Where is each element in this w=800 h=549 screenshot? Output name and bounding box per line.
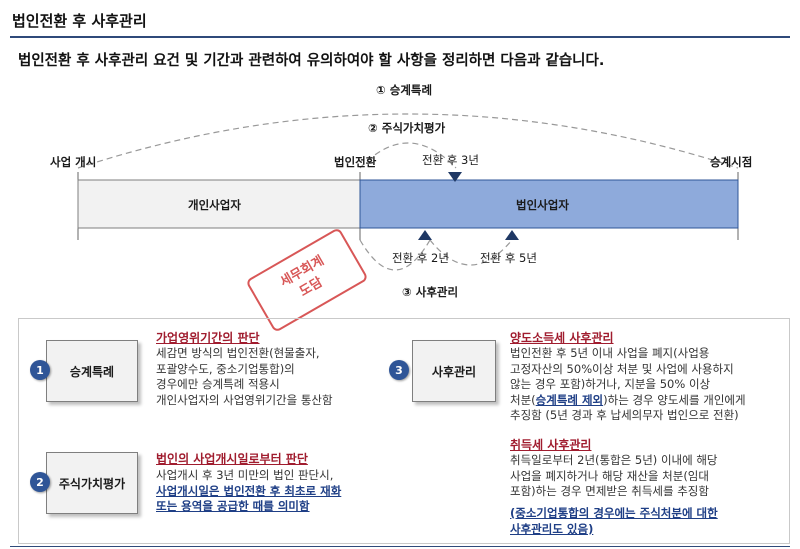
item3-note-line: 사후관리도 있음) (510, 521, 594, 536)
item2-body: 사업개시 후 3년 미만의 법인 판단시, 사업개시일은 법인전환 후 최초로 … (156, 468, 341, 515)
item3-line: 취득일로부터 2년(통합은 5년) 이내에 해당 (510, 453, 718, 467)
tag-post-management: 사후관리 (412, 340, 496, 402)
page-title: 법인전환 후 사후관리 (12, 12, 147, 30)
tag-valuation: 주식가치평가 (46, 452, 138, 514)
item3-line-mixed: 처분(승계특례 제외)하는 경우 양도세를 개인에게 (510, 393, 746, 409)
arc-label-succession: ① 승계특례 (376, 83, 433, 97)
badge-1: 1 (30, 360, 50, 380)
marker-year2 (418, 230, 432, 240)
point-start: 사업 개시 (50, 155, 97, 169)
item3-line4-a: 처분( (510, 392, 536, 407)
item1-line: 개인사업자의 사업영위기간을 통산함 (156, 392, 333, 407)
item3-line4-c: )하는 경우 양도세를 개인에게 (603, 392, 746, 407)
timeline-graphics (77, 113, 739, 271)
item3-body2: 취득일로부터 2년(통합은 5년) 이내에 해당 사업을 폐지하거나 해당 재산… (510, 453, 718, 500)
item1-body: 세감면 방식의 법인전환(현물출자, 포괄양수도, 중소기업통합)의 경우에만 … (156, 346, 333, 408)
item2-title: 법인의 사업개시일로부터 판단 (156, 452, 308, 466)
item3-line: 고정자산의 50%이상 처분 및 사업에 사용하지 (510, 361, 734, 376)
point-conversion: 법인전환 (334, 155, 377, 169)
badge-3: 3 (389, 360, 409, 380)
bar-label-individual: 개인사업자 (188, 198, 241, 212)
item3-title2: 취득세 사후관리 (510, 438, 592, 452)
bottom-rule (10, 546, 790, 547)
marker-year3 (448, 172, 462, 182)
item3-title1: 양도소득세 사후관리 (510, 331, 614, 345)
item1-line: 세감면 방식의 법인전환(현물출자, (156, 346, 320, 360)
arc-post-right (429, 239, 513, 266)
arc-post (359, 239, 431, 271)
arc-succession (77, 113, 739, 169)
item2-line-emphasis: 또는 용역을 공급한 때를 의미함 (156, 499, 310, 513)
marker-label-year5: 전환 후 5년 (480, 251, 537, 265)
marker-label-year2: 전환 후 2년 (392, 251, 449, 265)
details-panel (18, 318, 790, 544)
item3-line: 않는 경우 포함)하거나, 지분을 50% 이상 (510, 377, 711, 391)
arc-label-valuation: ② 주식가치평가 (368, 121, 446, 135)
item3-body1: 법인전환 후 5년 이내 사업을 폐지(사업용 고정자산의 50%이상 처분 및… (510, 346, 746, 424)
item3-line: 사업을 폐지하거나 해당 재산을 처분(임대 (510, 468, 709, 483)
bar-corporate (359, 179, 739, 229)
item3-note: (중소기업통합의 경우에는 주식처분에 대한 사후관리도 있음) (510, 506, 718, 537)
tag-succession: 승계특례 (46, 340, 138, 402)
item1-line: 포괄양수도, 중소기업통합)의 (156, 361, 295, 376)
bar-label-corporate: 법인사업자 (516, 198, 569, 212)
item1-title: 가업영위기간의 판단 (156, 331, 260, 345)
arc-valuation (359, 142, 457, 169)
header-rule (10, 36, 790, 38)
item2-line: 사업개시 후 3년 미만의 법인 판단시, (156, 468, 334, 482)
marker-label-year3: 전환 후 3년 (422, 153, 479, 167)
intro-text: 법인전환 후 사후관리 요건 및 기간과 관련하여 유의하여야 할 사항을 정리… (18, 53, 605, 69)
arc-label-post: ③ 사후관리 (402, 285, 459, 299)
item3-line: 포함)하는 경우 면제받은 취득세를 추징함 (510, 484, 709, 498)
item3-line: 법인전환 후 5년 이내 사업을 폐지(사업용 (510, 346, 710, 360)
point-succession: 승계시점 (710, 155, 753, 169)
marker-year5 (505, 230, 519, 240)
item3-line: 추징함 (5년 경과 후 납세의무자 법인으로 전환) (510, 408, 739, 422)
item3-note-line: (중소기업통합의 경우에는 주식처분에 대한 (510, 506, 718, 520)
item2-line-emphasis: 사업개시일은 법인전환 후 최초로 재화 (156, 483, 342, 498)
badge-2: 2 (30, 472, 50, 492)
item1-line: 경우에만 승계특례 적용시 (156, 377, 280, 391)
item3-line4-emphasis: 승계특례 제외 (535, 392, 604, 407)
timeline-diagram: ① 승계특례 ② 주식가치평가 ③ 사후관리 사업 개시 법인전환 승계시점 전… (50, 83, 753, 299)
